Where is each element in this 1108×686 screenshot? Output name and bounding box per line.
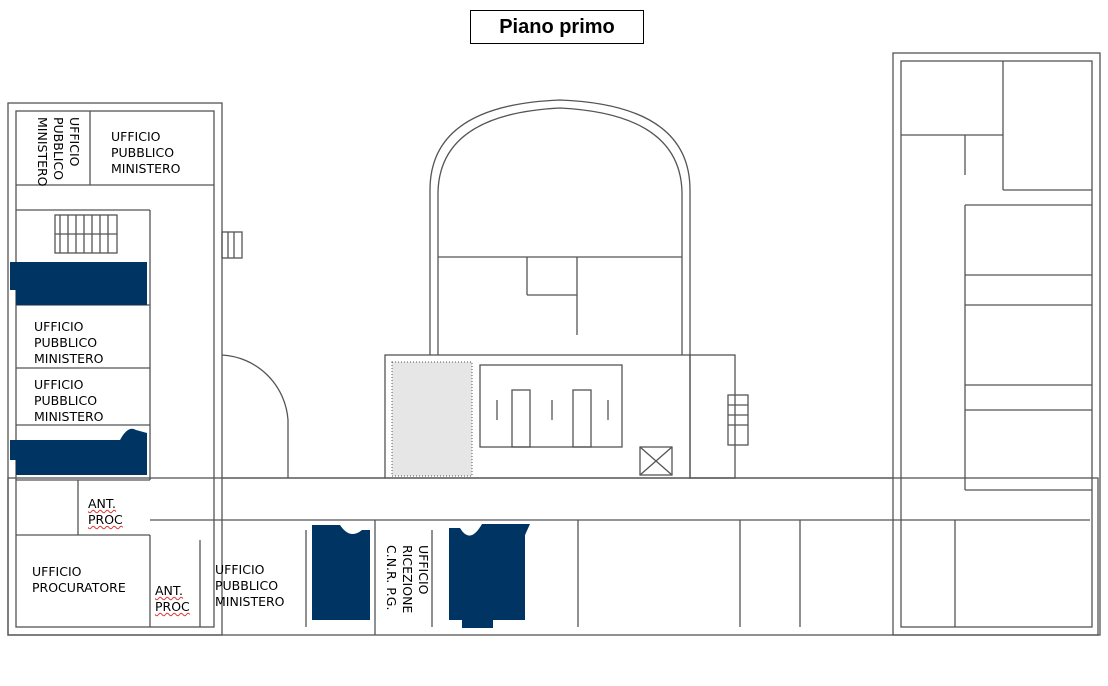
central-staircase [479, 364, 623, 448]
highlighted-room [312, 525, 370, 620]
room-label-upm-top: UFFICIO PUBBLICO MINISTERO [111, 129, 181, 176]
room-label-upm-vertical: UFFICIO PUBBLICO MINISTERO [35, 117, 82, 187]
highlighted-room [449, 524, 530, 628]
curved-wall [221, 354, 289, 478]
highlighted-room [10, 262, 147, 305]
highlighted-room [10, 428, 147, 475]
left-wing-inner-wall [15, 110, 215, 628]
staircase-left [54, 214, 118, 254]
room-label-ant-proc-2: ANT. PROC [155, 583, 190, 614]
right-wing-inner-wall [900, 60, 1093, 628]
external-stair [221, 231, 243, 259]
room-label-procuratore: UFFICIO PROCURATORE [32, 564, 126, 595]
room-label-upm-mid2: UFFICIO PUBBLICO MINISTERO [34, 377, 104, 424]
dome-inner-wall [437, 107, 683, 355]
room-label-upm-mid1: UFFICIO PUBBLICO MINISTERO [34, 319, 104, 366]
room-label-upm-bottom: UFFICIO PUBBLICO MINISTERO [215, 562, 285, 609]
elevator-icon [639, 446, 673, 476]
right-stair [727, 394, 749, 446]
dome-outer-wall [429, 99, 691, 355]
room-label-ant-proc-1: ANT. PROC [88, 496, 123, 527]
shaft-hatched [391, 361, 473, 477]
page-title: Piano primo [470, 10, 644, 44]
right-service-room [689, 354, 736, 479]
room-label-ricezione: UFFICIO RICEZIONE C.N.R. P.G. [384, 545, 431, 614]
right-wing-outer-wall [892, 52, 1101, 636]
